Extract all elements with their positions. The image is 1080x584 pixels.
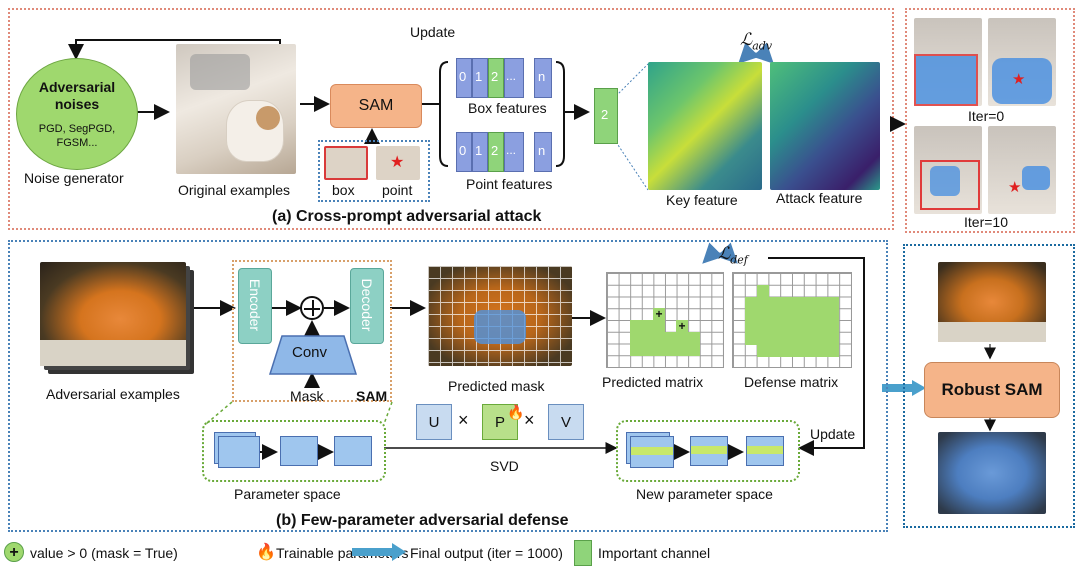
channel-icon: [574, 540, 592, 566]
box-features-label: Box features: [468, 100, 547, 116]
update-label-a: Update: [410, 24, 456, 40]
feature-cell-0: 0: [456, 58, 472, 98]
flame-icon: 🔥: [507, 404, 525, 420]
predicted-mask-label: Predicted mask: [448, 378, 545, 394]
loss-def-label: ℒdef: [718, 244, 748, 267]
panel-b-title: (b) Few-parameter adversarial defense: [276, 512, 569, 529]
parameter-space-box: [202, 420, 386, 482]
times-operator-2: ×: [524, 410, 535, 430]
noise-methods-line2: FGSM...: [56, 137, 98, 149]
attack-feature-map: [770, 62, 880, 190]
key-feature-label: Key feature: [666, 192, 738, 208]
point-features-stack: 0 1 2 ... n: [456, 126, 552, 172]
u-matrix: U: [416, 404, 452, 440]
adversarial-noise-ellipse: Adversarial noises PGD, SegPGD, FGSM...: [16, 58, 138, 170]
robust-output-image: [938, 432, 1046, 514]
encoder-block: Encoder: [238, 268, 272, 344]
predicted-matrix: + +: [606, 272, 724, 368]
legend-channel-label: Important channel: [598, 545, 711, 561]
update-label-b: Update: [810, 426, 856, 442]
feature-cell-n: n: [534, 58, 552, 98]
key-feature-map: [648, 62, 762, 190]
blue-arrow-icon: [352, 543, 406, 561]
feature-cell-2: 2: [488, 58, 504, 98]
defense-matrix-label: Defense matrix: [744, 374, 839, 390]
decoder-block: Decoder: [350, 268, 384, 344]
panel-a-title: (a) Cross-prompt adversarial attack: [272, 208, 542, 225]
flame-icon: 🔥: [256, 544, 276, 561]
legend-plus-label: value > 0 (mask = True): [30, 545, 178, 561]
noise-title-line2: noises: [54, 96, 100, 112]
noise-title-line1: Adversarial: [38, 79, 116, 95]
parameter-space-label: Parameter space: [234, 486, 341, 502]
svd-label: SVD: [490, 458, 519, 474]
point-prompt-image: ★: [376, 146, 420, 180]
sam-model-box: SAM: [330, 84, 422, 128]
defense-matrix: [732, 272, 852, 368]
original-examples-label: Original examples: [178, 182, 291, 198]
predicted-matrix-label: Predicted matrix: [602, 374, 704, 390]
iter10-label: Iter=10: [964, 214, 1008, 230]
predicted-mask-image: [428, 266, 572, 366]
robust-input-image: [938, 262, 1046, 342]
sam-module-box: [232, 260, 392, 402]
feature-cell-ellipsis: ...: [504, 58, 524, 98]
adversarial-example-image: [40, 262, 186, 366]
point-label: point: [382, 182, 413, 198]
legend-arrow-label: Final output (iter = 1000): [410, 545, 563, 561]
star-icon: ★: [1012, 71, 1026, 88]
important-channel-block: 2: [594, 88, 618, 144]
robust-sam-panel: [903, 244, 1075, 528]
star-icon: ★: [390, 154, 405, 171]
prompt-inputs-box: [318, 140, 430, 202]
iter10-box-result: [914, 126, 982, 214]
box-features-stack: 0 1 2 ... n: [456, 52, 552, 98]
new-parameter-space-label: New parameter space: [636, 486, 773, 502]
sam-module-label: SAM: [356, 388, 388, 404]
robust-sam-box: Robust SAM: [924, 362, 1060, 418]
attack-results-panel: [905, 8, 1075, 233]
few-parameter-defense-panel: [8, 240, 888, 532]
mask-label: Mask: [290, 388, 324, 404]
conv-label: Conv: [292, 344, 328, 361]
times-operator: ×: [458, 410, 469, 430]
plus-icon: +: [4, 542, 24, 562]
add-operator-icon: [300, 296, 324, 320]
iter0-label: Iter=0: [968, 108, 1005, 124]
box-label: box: [332, 182, 355, 198]
iter10-point-result: ★: [988, 126, 1056, 214]
loss-adv-label: ℒadv: [740, 30, 773, 53]
adversarial-examples-label: Adversarial examples: [46, 386, 180, 402]
noise-generator-label: Noise generator: [24, 170, 124, 186]
p-matrix: P 🔥: [482, 404, 524, 440]
new-parameter-space-box: [616, 420, 800, 482]
feature-cell-1: 1: [472, 58, 488, 98]
conv-block: [268, 335, 358, 375]
iter0-box-result: [914, 18, 982, 106]
box-prompt-image: [324, 146, 368, 180]
v-matrix: V: [548, 404, 584, 440]
noise-methods-line1: PGD, SegPGD,: [38, 123, 116, 135]
attack-feature-label: Attack feature: [776, 190, 863, 206]
iter0-point-result: ★: [988, 18, 1056, 106]
point-features-label: Point features: [466, 176, 553, 192]
original-example-image: [176, 44, 296, 174]
star-icon: ★: [1008, 179, 1022, 196]
